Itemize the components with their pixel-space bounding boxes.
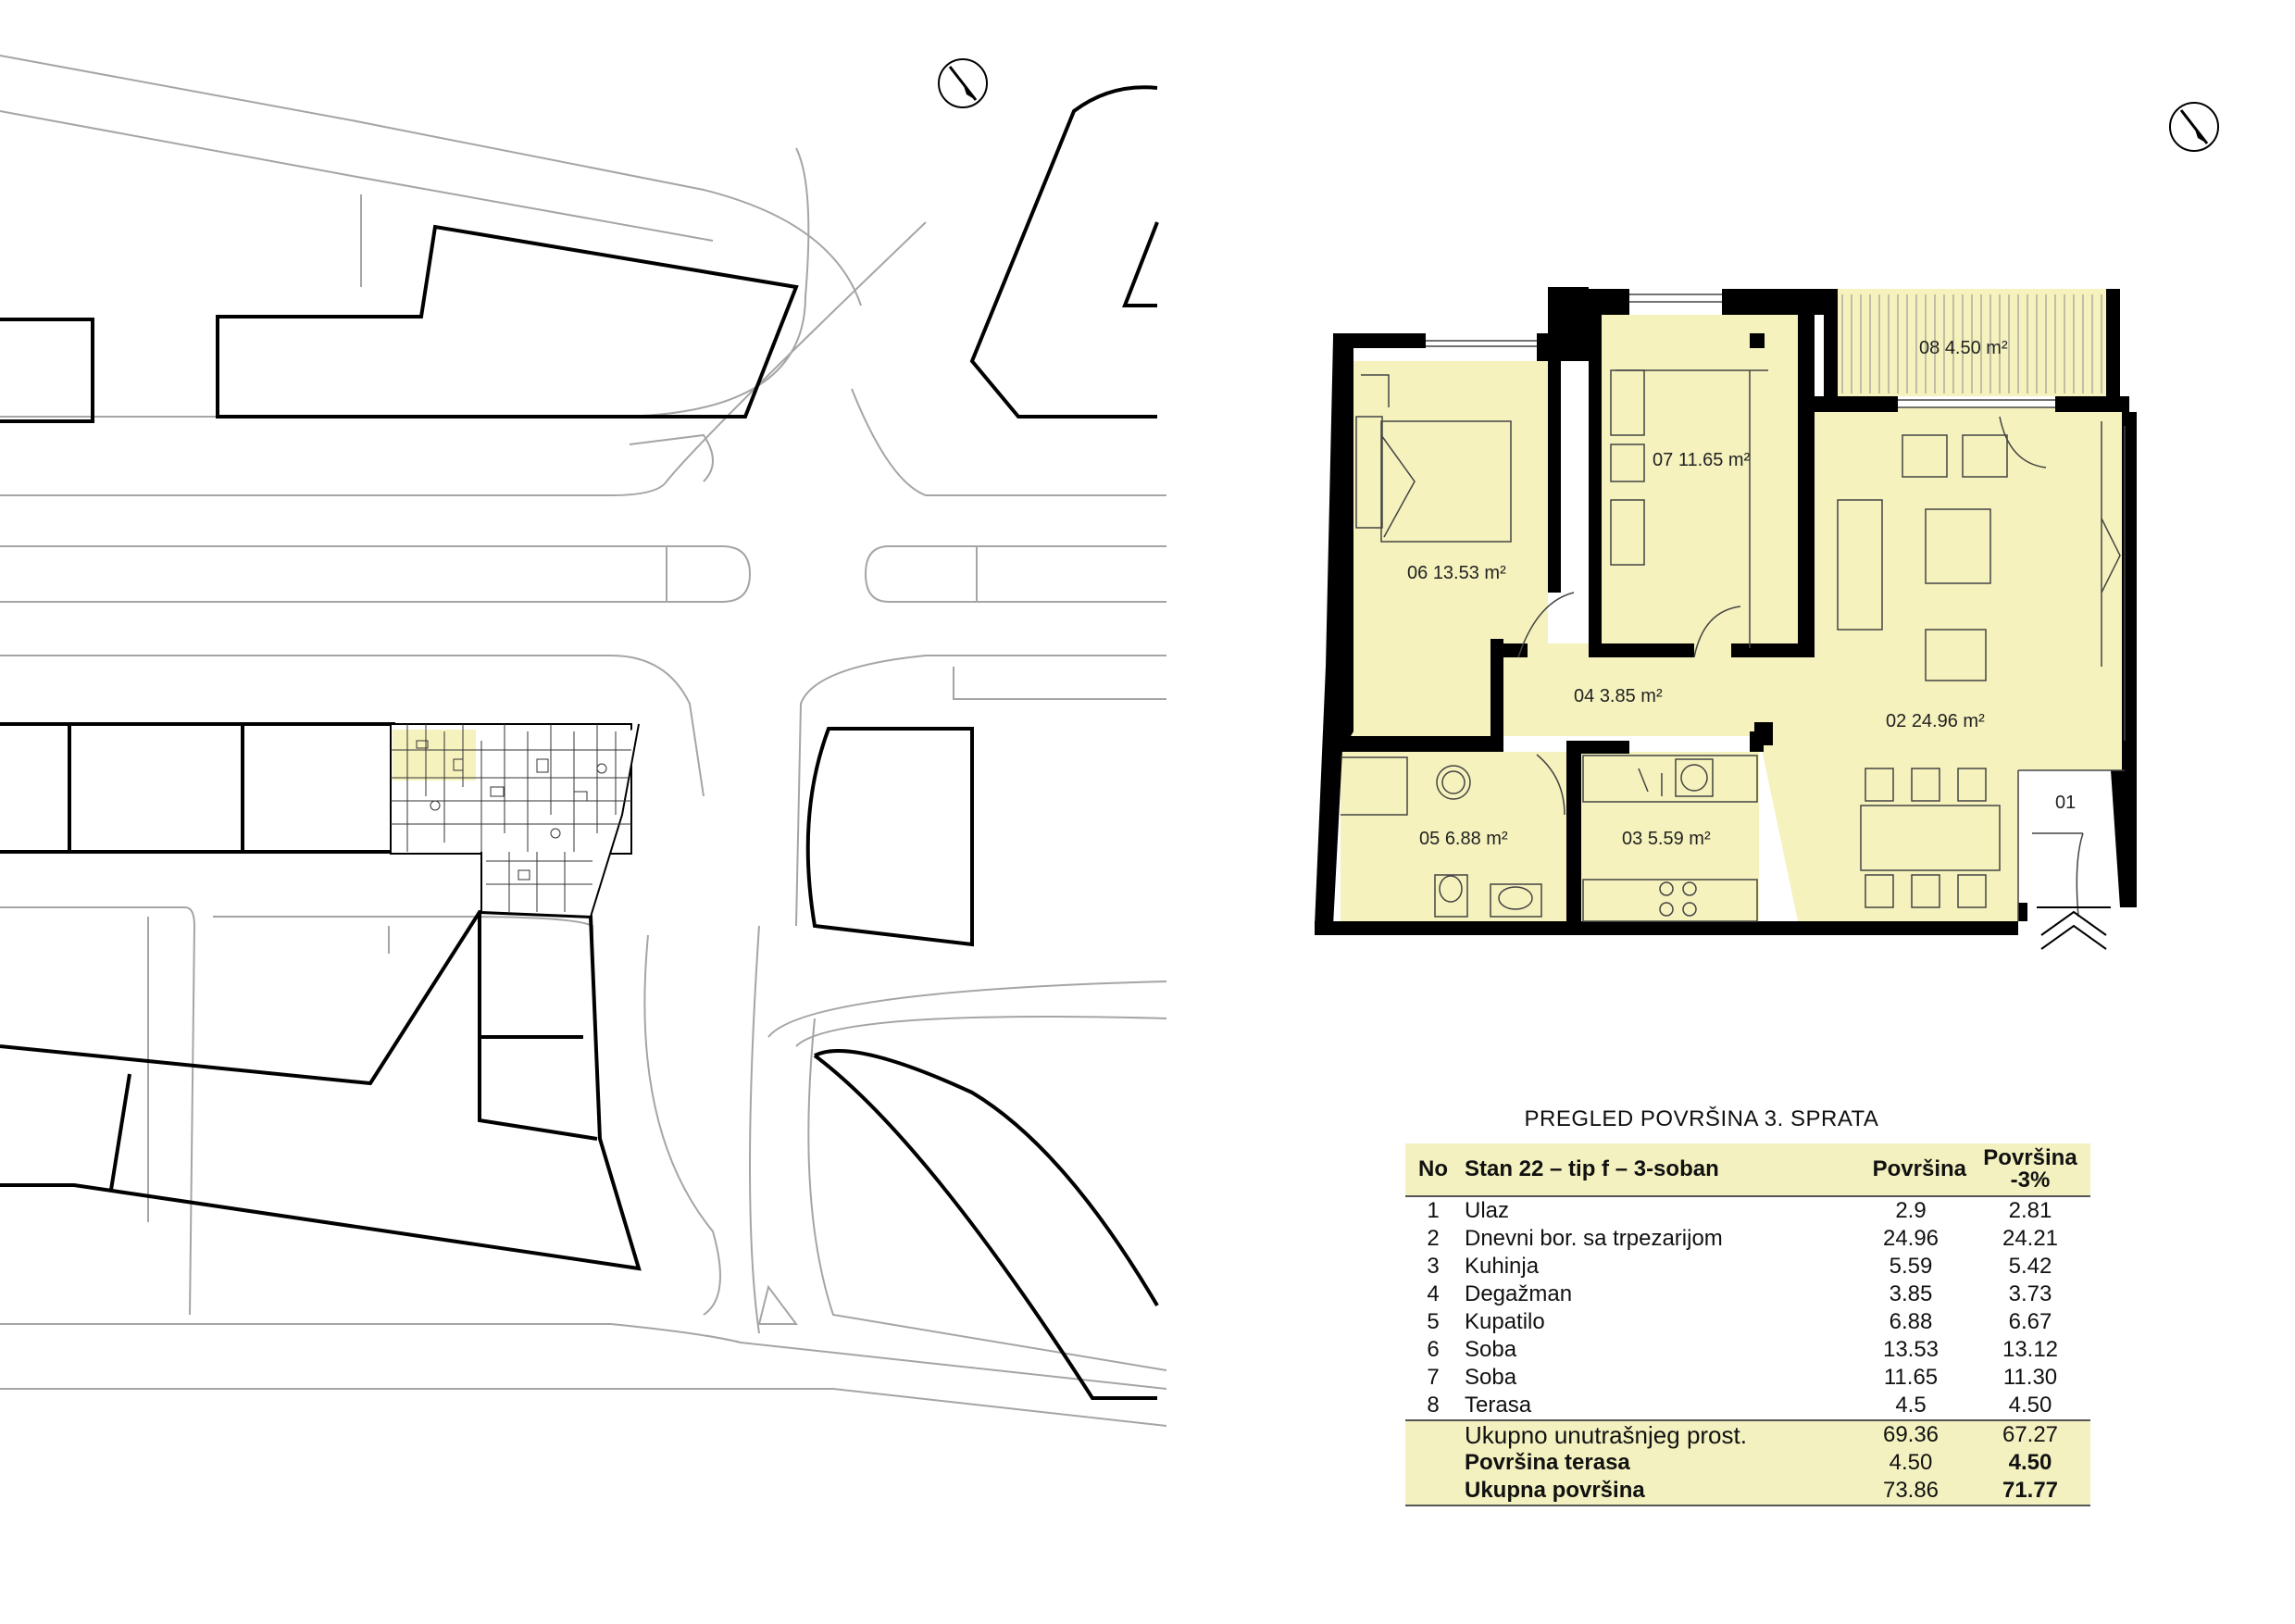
header-unit: Stan 22 – tip f – 3-soban: [1461, 1143, 1852, 1197]
area-table: No Stan 22 – tip f – 3-soban Površina Po…: [1405, 1143, 2090, 1506]
header-no: No: [1405, 1143, 1461, 1197]
walls: [1315, 287, 2137, 935]
room-label-08: 08 4.50 m²: [1919, 338, 2008, 358]
residential-block: [390, 723, 640, 918]
entrance-chevron-icon: [2037, 906, 2111, 950]
north-arrow-icon: [938, 58, 988, 108]
room-label-04: 04 3.85 m²: [1574, 686, 1663, 706]
table-title: PREGLED POVRŠINA 3. SPRATA: [1524, 1106, 1879, 1131]
table-header-row: No Stan 22 – tip f – 3-soban Površina Po…: [1405, 1143, 2090, 1197]
room-label-01: 01: [2055, 793, 2076, 813]
north-arrow-icon: [2169, 102, 2219, 152]
terrace-hatch: [1841, 294, 2102, 394]
room-label-05: 05 6.88 m²: [1419, 829, 1508, 849]
site-plan: [0, 55, 1166, 1427]
area-summary: PREGLED POVRŠINA 3. SPRATA No Stan 22 – …: [1405, 1106, 2090, 1506]
room-label-02: 02 24.96 m²: [1886, 711, 1985, 731]
header-area: Površina: [1852, 1143, 1970, 1197]
room-label-03: 03 5.59 m²: [1622, 829, 1711, 849]
header-area-reduced: Površina-3%: [1970, 1143, 2090, 1197]
room-label-07: 07 11.65 m²: [1653, 450, 1751, 470]
furniture: [1341, 294, 2126, 922]
street-lines: [0, 55, 1166, 1427]
room-label-06: 06 13.53 m²: [1407, 563, 1506, 583]
